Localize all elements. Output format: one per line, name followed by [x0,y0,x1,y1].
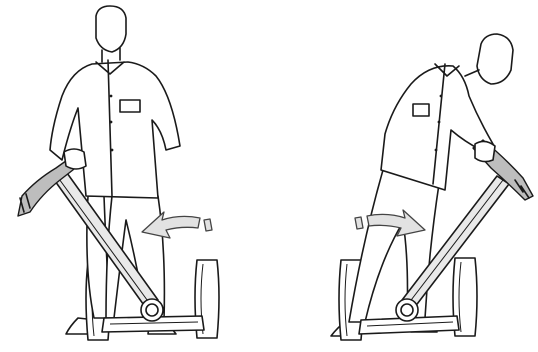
left-hand [64,149,86,169]
head [96,6,126,52]
shirt [381,66,493,190]
panel-lean-left [0,0,269,352]
illustration-lean-left [0,0,269,352]
illustration-lean-right [269,0,538,352]
pivot-hub [141,299,163,321]
right-hand [475,141,495,161]
trousers [349,170,439,322]
head [477,34,513,84]
neck [465,70,479,76]
panel-lean-right [269,0,538,352]
pivot-hub [396,299,418,321]
